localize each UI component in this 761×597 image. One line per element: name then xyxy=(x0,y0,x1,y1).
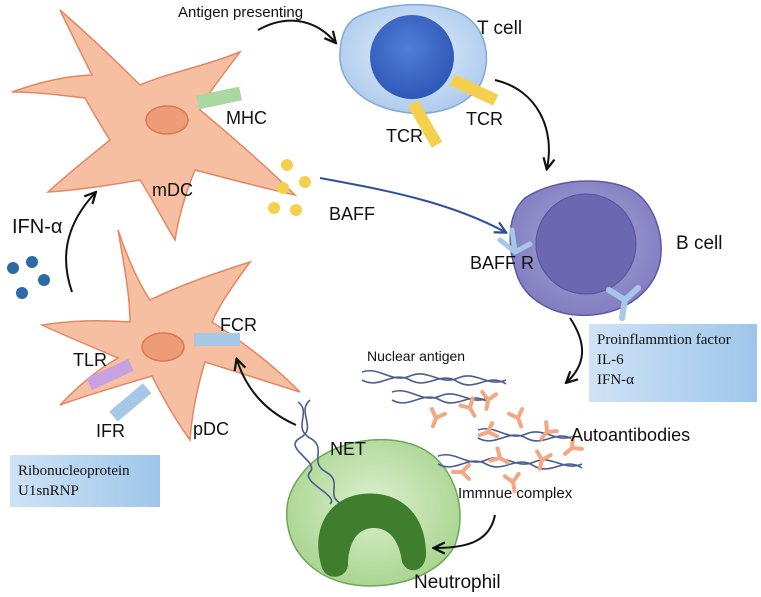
label-tcr-left: TCR xyxy=(386,126,423,146)
label-antigen-presenting: Antigen presenting xyxy=(178,4,304,21)
tcr-receptor-left xyxy=(407,100,443,148)
mhc-receptor xyxy=(196,86,242,110)
label-net: NET xyxy=(330,439,366,459)
label-baff: BAFF xyxy=(329,204,376,224)
pdc-nucleus xyxy=(141,332,185,362)
fcr-receptor xyxy=(194,333,240,346)
tcr-receptor-right xyxy=(449,74,499,106)
b-cell-nucleus xyxy=(535,193,637,295)
nuclear-antigen-dna xyxy=(361,369,583,470)
label-ifr: IFR xyxy=(96,421,125,441)
arrow-net-to-pdc xyxy=(237,360,297,426)
t-cell xyxy=(339,3,499,148)
mdc-cell xyxy=(11,9,298,243)
neutrophil-nucleus xyxy=(318,493,427,577)
net-dna-strand xyxy=(294,399,343,505)
ribonucleoprotein-line-1: Ribonucleoprotein xyxy=(18,463,130,479)
ribonucleoprotein-line-2: U1snRNP xyxy=(18,483,79,499)
arrow-baff-to-bcell xyxy=(319,177,505,232)
label-baff-r: BAFF R xyxy=(470,253,535,273)
b-cell xyxy=(497,180,662,321)
baff-r-receptor xyxy=(497,227,533,255)
label-nuclear-antigen: Nuclear antigen xyxy=(367,348,466,364)
arrow-tcell-to-bcell xyxy=(494,79,549,168)
ribonucleoprotein-box: Ribonucleoprotein U1snRNP xyxy=(10,455,160,507)
pdc-cell xyxy=(39,229,301,443)
mdc-nucleus xyxy=(145,105,189,135)
label-mhc: MHC xyxy=(226,108,267,128)
t-cell-nucleus xyxy=(370,15,454,99)
label-tlr: TLR xyxy=(73,350,108,370)
tlr-receptor xyxy=(86,358,134,391)
label-mdc: mDC xyxy=(152,180,193,200)
neutrophil-cell xyxy=(285,438,461,587)
arrow-bcell-to-complex xyxy=(567,317,584,382)
proinflammation-line-3: IFN-α xyxy=(597,372,635,388)
label-b-cell: B cell xyxy=(676,233,723,254)
label-t-cell: T cell xyxy=(477,18,523,39)
arrow-antigen-presenting xyxy=(257,19,335,42)
label-pdc: pDC xyxy=(193,419,230,439)
arrow-pdc-to-mdc xyxy=(65,193,95,293)
label-autoantibodies: Autoantibodies xyxy=(571,425,691,445)
baff-dots xyxy=(268,159,311,216)
proinflammation-line-1: Proinflammtion factor xyxy=(597,332,731,348)
label-tcr-right: TCR xyxy=(466,109,503,129)
ifr-receptor xyxy=(109,383,152,422)
ifn-alpha-dots xyxy=(7,256,50,299)
proinflammation-line-2: IL-6 xyxy=(597,352,624,368)
label-ifn-alpha: IFN-α xyxy=(12,216,63,238)
b-cell-antibody-receptor xyxy=(606,285,641,321)
label-fcr: FCR xyxy=(220,315,257,335)
arrow-complex-to-neutrophil xyxy=(435,514,496,548)
proinflammation-factor-box: Proinflammtion factor IL-6 IFN-α xyxy=(589,324,757,402)
arrows xyxy=(65,19,584,548)
label-immune-complex: Immnue complex xyxy=(458,485,573,502)
label-neutrophil: Neutrophil xyxy=(414,572,501,593)
